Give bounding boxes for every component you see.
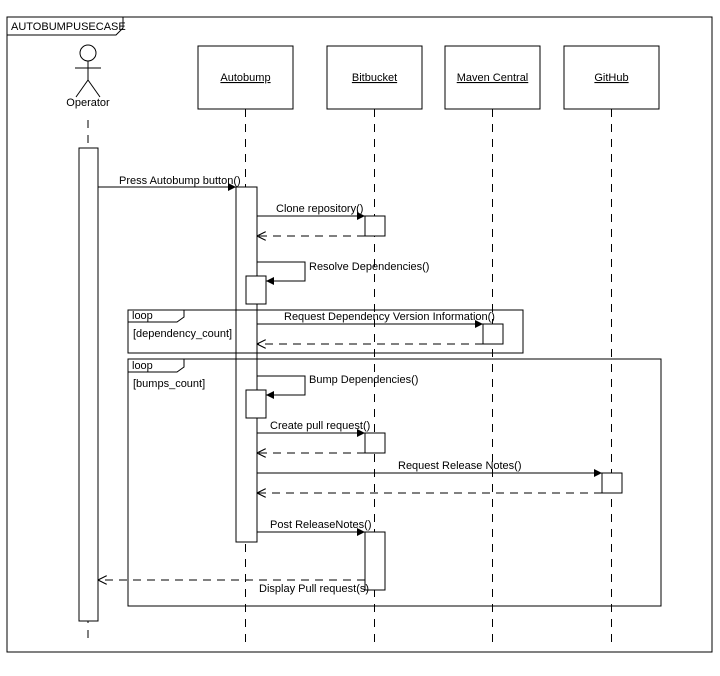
participant-bitbucket	[326, 45, 423, 110]
loop-fragment-dependency	[127, 309, 524, 354]
activation-autobump	[235, 186, 258, 543]
activation-autobump-resolve	[245, 275, 267, 305]
participant-bitbucket-label: Bitbucket	[352, 72, 397, 84]
message-resolve-label: Resolve Dependencies()	[309, 261, 429, 273]
loop1-operator: loop	[132, 310, 153, 322]
participant-maven-label: Maven Central	[457, 72, 529, 84]
message-display-label: Display Pull request(s)	[259, 583, 369, 595]
participant-maven	[444, 45, 541, 110]
frame-title: AUTOBUMPUSECASE	[11, 21, 126, 33]
loop2-operator: loop	[132, 360, 153, 372]
message-create-pr-label: Create pull request()	[270, 420, 370, 432]
activation-operator	[78, 147, 99, 622]
activation-github-notes	[601, 472, 623, 494]
activation-autobump-bump	[245, 389, 267, 419]
operator-actor	[75, 44, 101, 98]
loop2-guard: [bumps_count]	[133, 378, 205, 390]
participant-github-label: GitHub	[594, 72, 628, 84]
message-bump-label: Bump Dependencies()	[309, 374, 418, 386]
loop-fragment-bumps	[127, 358, 662, 607]
loop2-operator-tab	[128, 358, 185, 373]
message-release-notes-label: Request Release Notes()	[398, 460, 522, 472]
actor-label: Operator	[66, 97, 110, 109]
message-clone-label: Clone repository()	[276, 203, 363, 215]
activation-bitbucket-post	[364, 531, 386, 591]
message-post-notes-label: Post ReleaseNotes()	[270, 519, 372, 531]
frame-title-tab	[7, 16, 124, 36]
message-request-dep-label: Request Dependency Version Information()	[284, 311, 495, 323]
participant-autobump	[197, 45, 294, 110]
message-resolve-arrow	[257, 261, 306, 285]
loop1-guard: [dependency_count]	[133, 328, 232, 340]
message-bump-arrow	[257, 375, 306, 399]
activation-bitbucket-pr	[364, 432, 386, 454]
activation-bitbucket-clone	[364, 215, 386, 237]
sequence-frame	[6, 16, 713, 653]
activation-maven-request	[482, 323, 504, 345]
actor-head-icon	[79, 44, 97, 62]
message-press-label: Press Autobump button()	[119, 175, 241, 187]
loop1-operator-tab	[128, 309, 185, 323]
participant-autobump-label: Autobump	[220, 72, 270, 84]
